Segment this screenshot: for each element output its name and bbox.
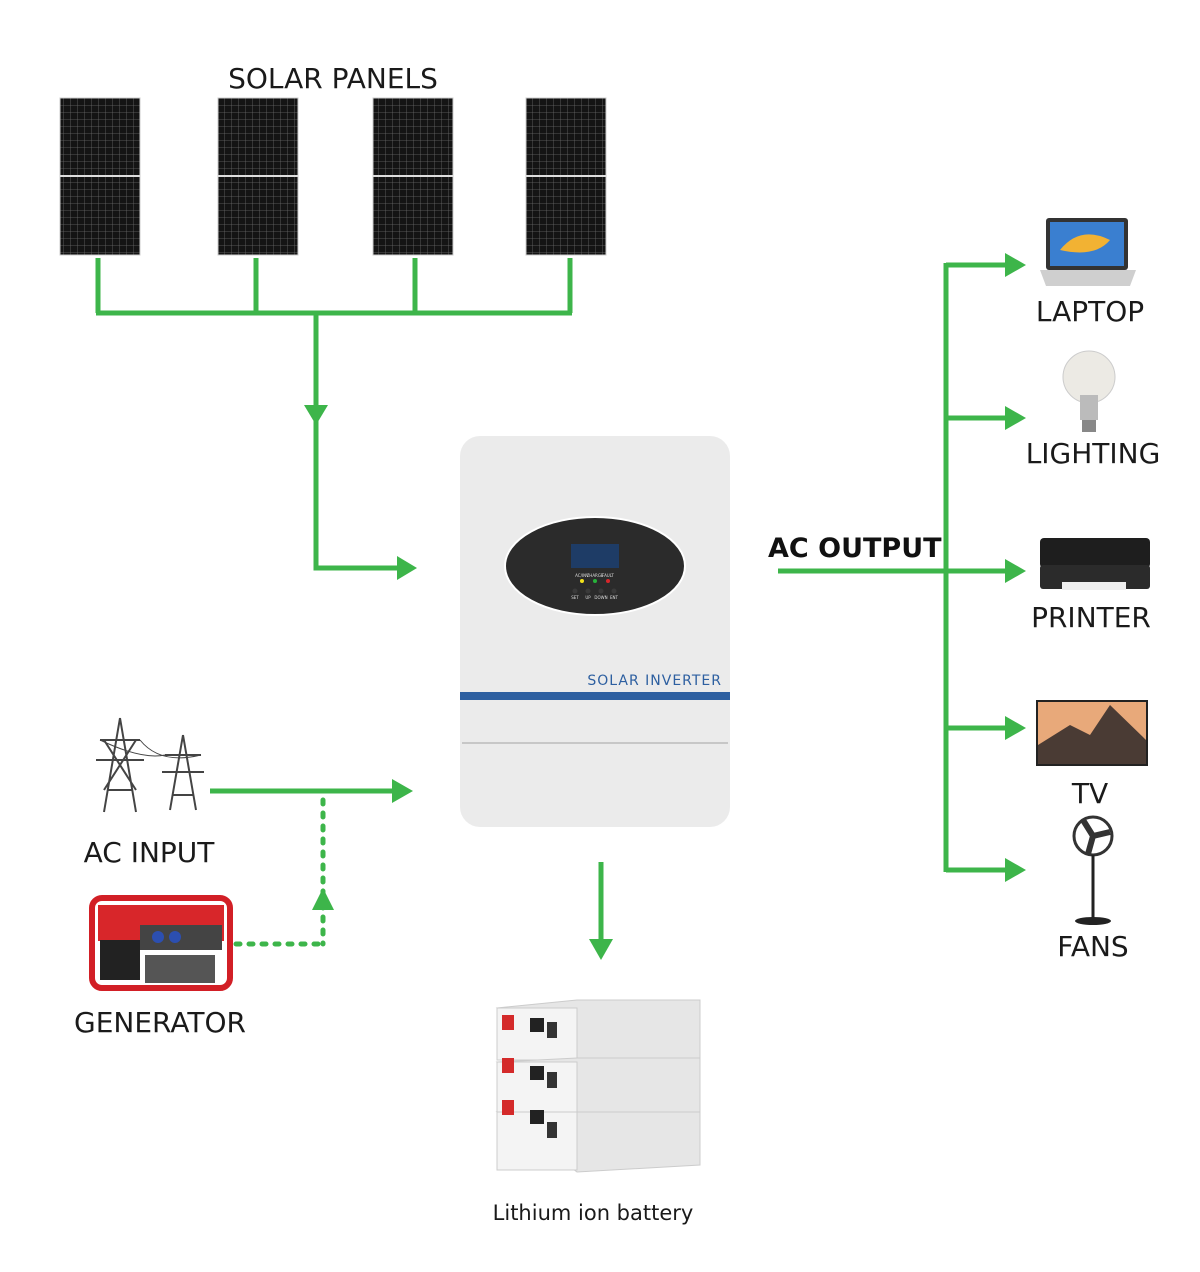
solar-panel-icon: [525, 97, 607, 256]
laptop-icon: [1040, 218, 1136, 286]
inverter-label: SOLAR INVERTER: [587, 673, 722, 689]
battery-label: Lithium ion battery: [493, 1201, 694, 1225]
indicator-label: FAULT: [602, 573, 614, 578]
ac-output-flow: [778, 253, 1026, 882]
ac-output-label: AC OUTPUT: [768, 533, 942, 564]
button-label: DOWN: [594, 595, 607, 600]
indicator-light: [580, 579, 584, 583]
inverter-display: [571, 544, 619, 568]
laptop-label: LAPTOP: [1036, 295, 1144, 328]
generator-label: GENERATOR: [74, 1006, 246, 1039]
printer-label: PRINTER: [1031, 601, 1151, 634]
tv-icon: [1036, 700, 1148, 766]
tv-label: TV: [1071, 777, 1108, 810]
solar-panel-icon: [217, 97, 299, 256]
inverter-to-battery-flow: [589, 862, 613, 960]
solar-panels-label: SOLAR PANELS: [228, 62, 438, 95]
solar-to-inverter-flow: [95, 258, 573, 580]
solar-inverter-icon: AC/INV CHARGE FAULT SET UP DOWN ENT SOLA…: [460, 436, 730, 827]
indicator-label: CHARGE: [587, 573, 604, 578]
solar-panel-icon: [59, 97, 141, 256]
fans-label: FANS: [1057, 930, 1128, 963]
fan-icon: [1072, 815, 1114, 925]
ac-input-flow: [210, 779, 413, 947]
power-tower-icon: [96, 717, 204, 813]
indicator-label: AC/INV: [575, 573, 589, 578]
battery-rack-icon: [495, 999, 701, 1173]
lighting-label: LIGHTING: [1026, 437, 1161, 470]
printer-icon: [1040, 538, 1150, 590]
solar-panel-icon: [372, 97, 454, 256]
button-label: ENT: [610, 595, 619, 600]
ac-input-label: AC INPUT: [84, 836, 216, 869]
button-label: SET: [571, 595, 579, 600]
generator-icon: [89, 895, 233, 991]
indicator-light: [593, 579, 597, 583]
button-label: UP: [585, 595, 591, 600]
light-bulb-icon: [1062, 350, 1116, 432]
indicator-light: [606, 579, 610, 583]
